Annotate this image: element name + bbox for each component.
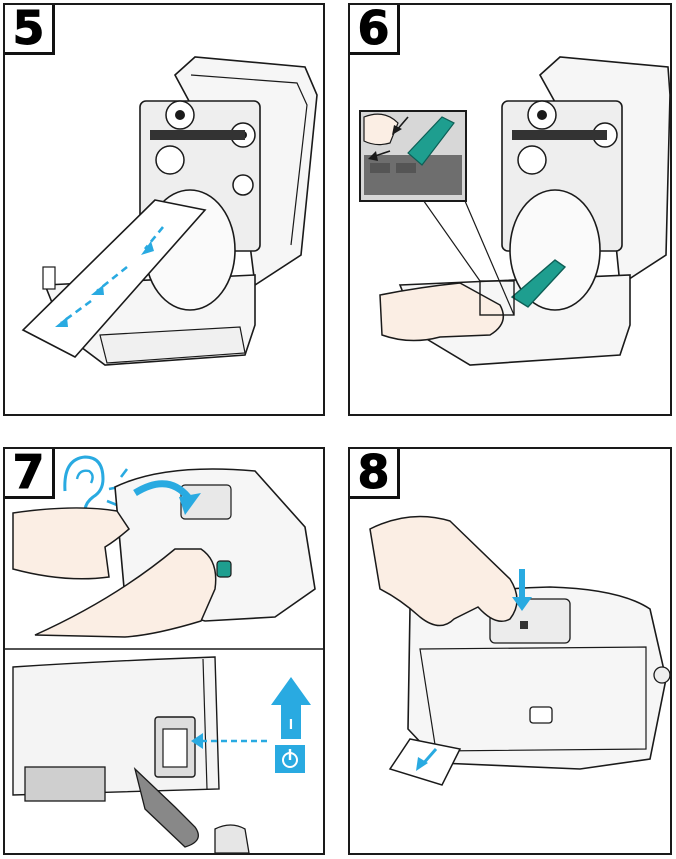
media-arrow-icon bbox=[60, 226, 165, 325]
media-guide-latch bbox=[510, 259, 567, 308]
media-guide-illustration bbox=[359, 56, 670, 366]
hand-top bbox=[12, 507, 130, 580]
open-printer-illustration bbox=[21, 56, 318, 366]
step-number-badge: 6 bbox=[350, 5, 400, 55]
feed-button bbox=[520, 621, 528, 629]
step-6-panel: 6 bbox=[348, 3, 672, 416]
power-cord bbox=[133, 766, 199, 848]
step-8-panel: 8 bbox=[348, 447, 672, 855]
close-lid-and-power-illustration: I bbox=[5, 455, 323, 853]
hand-pointing bbox=[369, 515, 518, 627]
hand-bottom bbox=[34, 548, 217, 638]
step-number-badge: 7 bbox=[5, 449, 55, 499]
step-7-panel: 7 bbox=[3, 447, 325, 855]
step-5-panel: 5 bbox=[3, 3, 325, 416]
step-number-badge: 8 bbox=[350, 449, 400, 499]
arrow-up-icon bbox=[271, 677, 311, 739]
press-feed-button-illustration bbox=[369, 515, 670, 786]
hand bbox=[379, 282, 505, 342]
step-number-badge: 5 bbox=[5, 5, 55, 55]
power-on-label: I bbox=[289, 716, 293, 733]
